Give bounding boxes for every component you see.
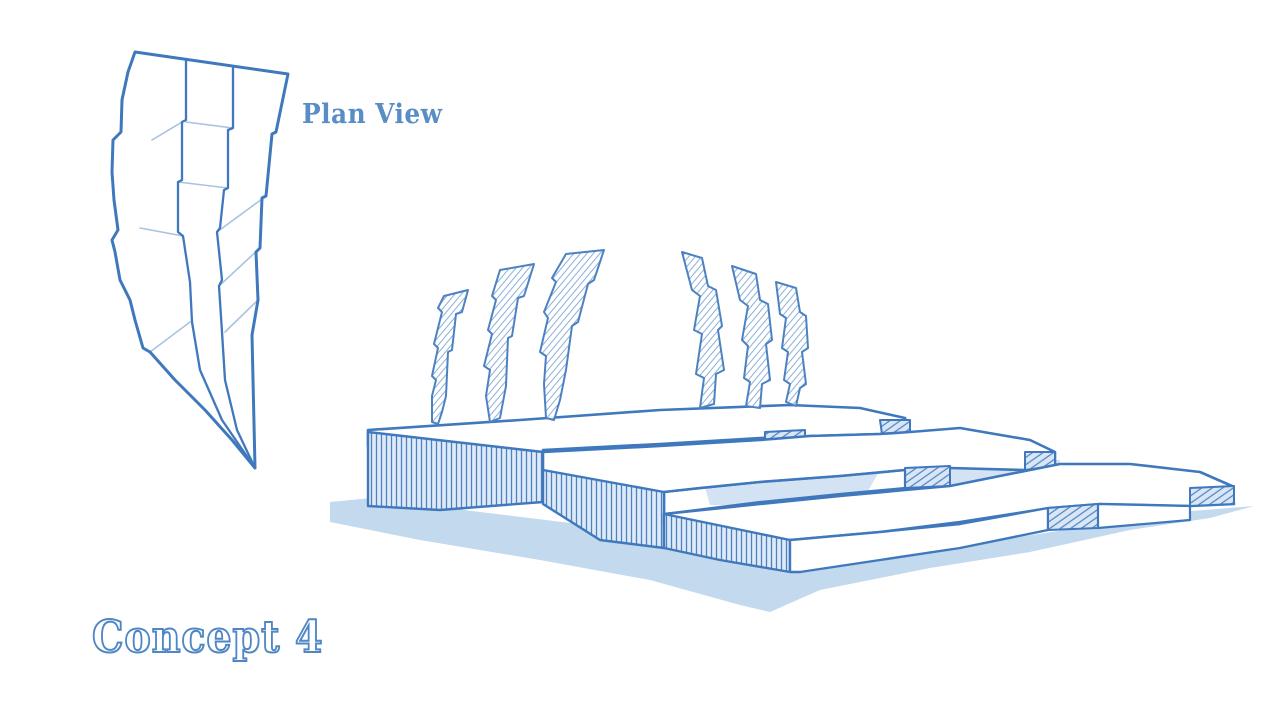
- concept-title: Concept 4: [91, 612, 324, 663]
- plan-view-label: Plan View: [302, 99, 443, 130]
- plan-view-drawing: [110, 50, 290, 470]
- fins-left: [431, 249, 605, 425]
- stage-tier-bottom: [662, 462, 1236, 574]
- fins-right: [681, 251, 809, 409]
